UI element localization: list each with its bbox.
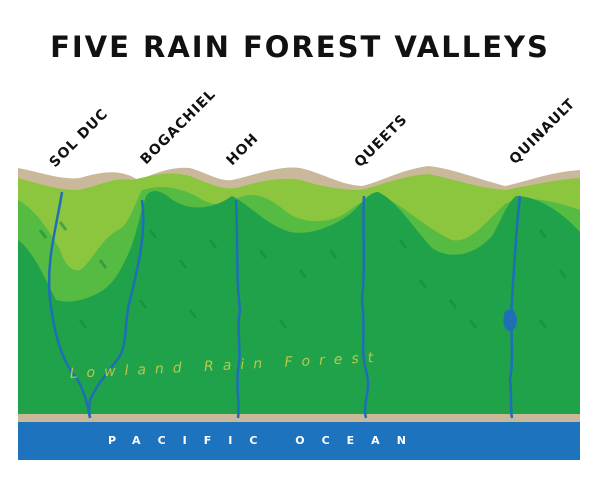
diagram-title: FIVE RAIN FOREST VALLEYS [50, 30, 550, 64]
rivers [47, 191, 522, 419]
ocean-label: PACIFIC OCEAN [108, 434, 423, 447]
pacific-ocean [18, 422, 580, 460]
bogachiel-river [88, 199, 145, 419]
quinault-lake [503, 308, 517, 332]
queets-river [360, 195, 370, 419]
sol-duc-river [47, 191, 92, 419]
valley-label-sol-duc: SOL DUC [47, 106, 112, 171]
valley-label-bogachiel: BOGACHIEL [138, 86, 220, 168]
valley-label-quinault: QUINAULT [507, 96, 579, 168]
hoh-river [234, 199, 242, 419]
valley-label-hoh: HOH [224, 130, 262, 168]
forest-zone [18, 191, 580, 420]
beach-strip [18, 414, 580, 422]
valley-label-queets: QUEETS [352, 111, 411, 170]
tree-hatching [38, 221, 568, 329]
